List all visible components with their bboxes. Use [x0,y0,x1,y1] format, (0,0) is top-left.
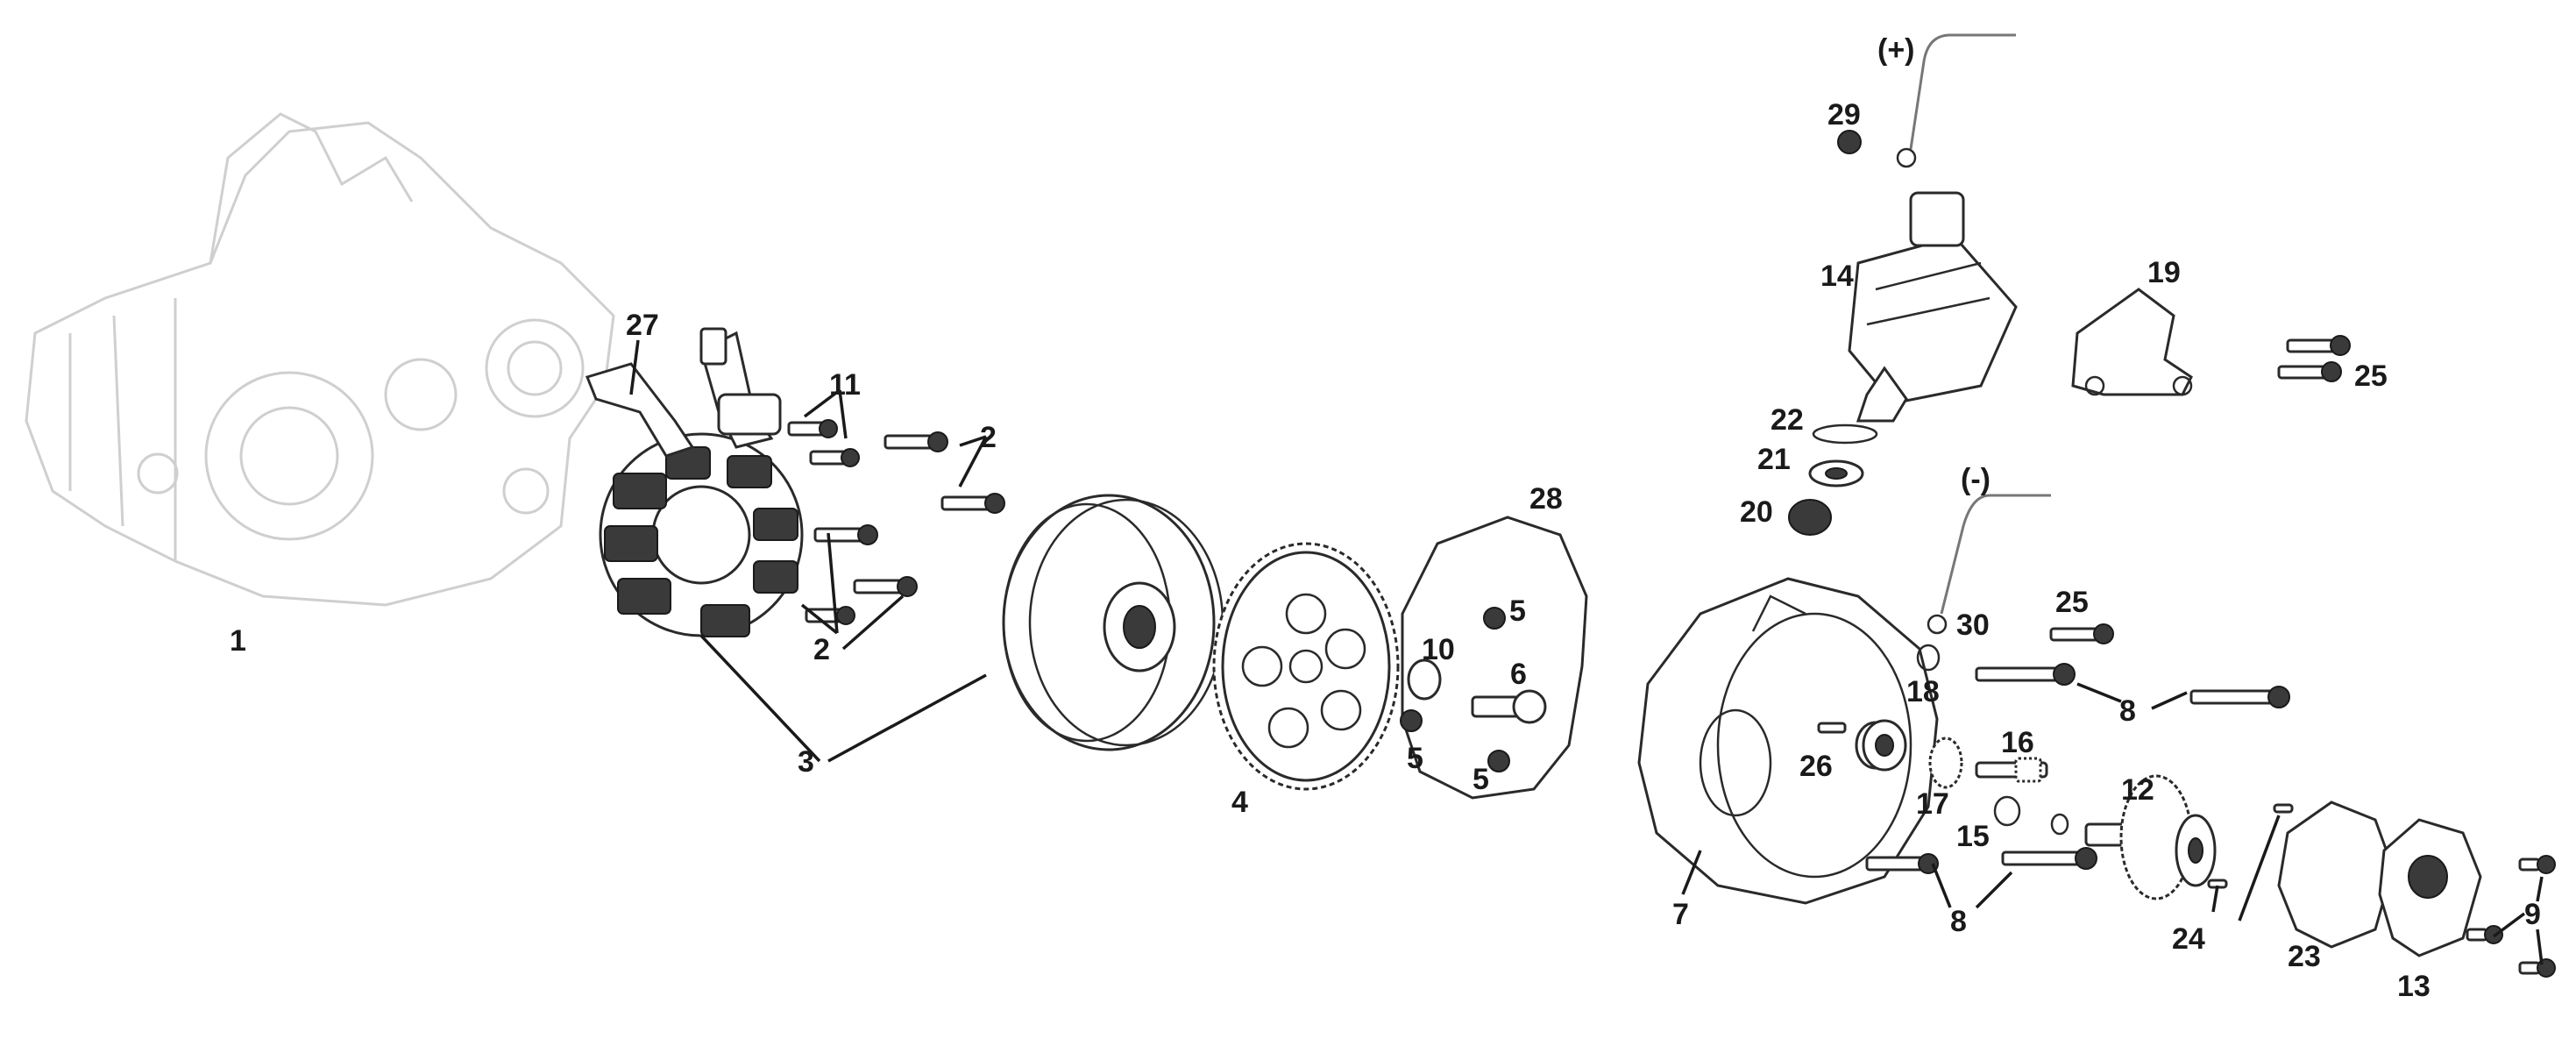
flywheel-rotor [1002,494,1224,751]
starter-bracket [2071,288,2193,396]
washers-15 [1993,795,2069,836]
label-28: 28 [1529,482,1563,516]
small-gasket-23 [2277,801,2395,949]
label-9: 9 [2524,898,2541,931]
label-24: 24 [2172,922,2205,956]
bolts-left-group [787,419,1005,625]
label-7: 7 [1672,898,1689,931]
label-5b: 5 [1407,742,1423,775]
label-5c: 5 [1473,763,1489,796]
starter-small-parts [1788,423,1878,536]
label-21: 21 [1757,443,1791,476]
stator [599,432,804,637]
label-18: 18 [1906,675,1940,708]
starter-motor [1848,191,2018,423]
label-8a: 8 [2119,694,2136,728]
part-number-labels: 1 27 11 2 2 3 4 28 5 10 6 5 5 7 (+) 29 1… [230,33,2541,1003]
starter-gear [1212,542,1400,791]
label-17: 17 [1916,787,1949,821]
gasket-fasteners [1400,607,1547,772]
label-13: 13 [2397,970,2431,1003]
label-30: 30 [1956,608,1990,642]
label-2a: 2 [980,421,997,454]
label-16: 16 [2001,726,2034,759]
label-positive: (+) [1877,33,1915,67]
label-12: 12 [2121,773,2154,807]
label-20: 20 [1740,495,1773,529]
wire-positive [1896,33,2016,168]
cover-gasket [1401,516,1588,800]
gear-train-small [1817,719,2048,789]
bolts-25-top [2277,335,2351,382]
label-negative: (-) [1961,463,1991,496]
nut-29 [1837,130,1862,154]
bolts-mid [1975,623,2290,708]
label-29: 29 [1827,98,1861,132]
label-25a: 25 [2354,359,2388,393]
label-2b: 2 [813,633,830,666]
label-1: 1 [230,624,246,658]
wire-negative [1927,494,2051,635]
label-14: 14 [1820,260,1854,293]
leader-lines [629,339,2544,965]
crankcase [25,112,615,607]
label-22: 22 [1771,403,1804,437]
label-27: 27 [626,309,659,342]
label-26: 26 [1799,750,1833,783]
bolts-8-lower [1865,847,2097,874]
label-8b: 8 [1950,905,1967,938]
label-15: 15 [1956,820,1990,853]
label-5a: 5 [1509,594,1526,628]
label-11: 11 [829,368,861,402]
label-25b: 25 [2055,586,2089,619]
label-19: 19 [2147,256,2181,289]
idler-gear [2084,774,2217,900]
label-6: 6 [1510,658,1527,691]
washer-30 [1916,644,1941,672]
label-10: 10 [1422,633,1455,666]
pickup-bracket [585,327,782,458]
label-23: 23 [2288,940,2321,973]
label-4: 4 [1231,786,1248,819]
label-3: 3 [798,745,814,779]
small-cover-13 [2378,818,2482,957]
